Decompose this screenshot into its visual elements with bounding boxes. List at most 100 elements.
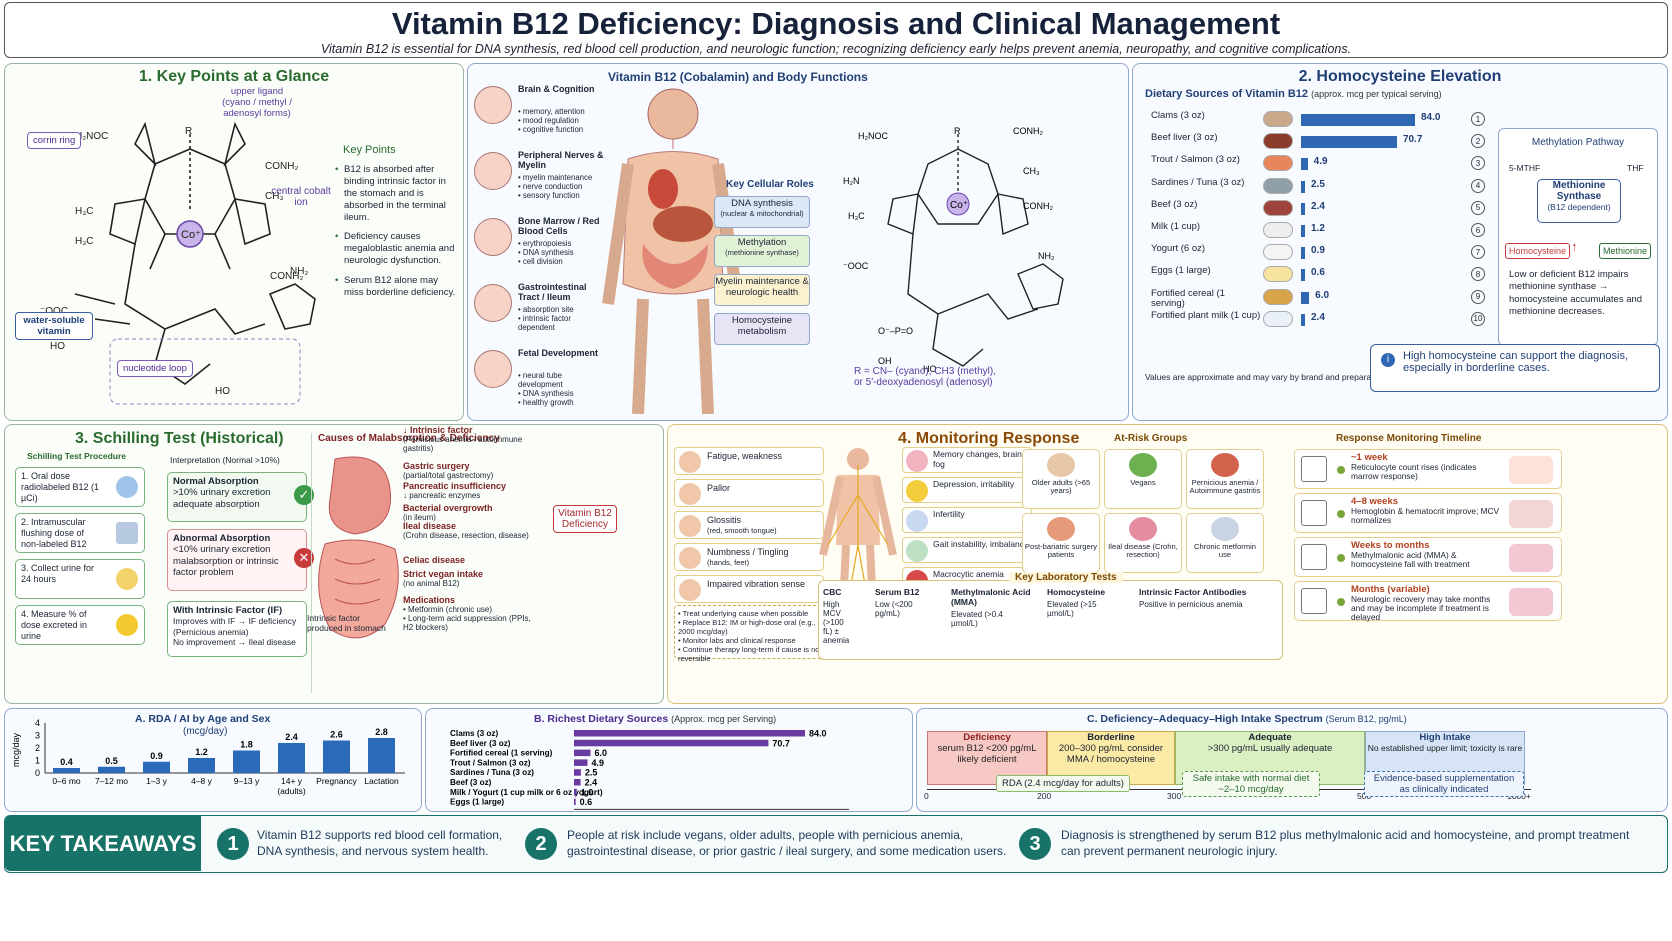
symptom-item: Fatigue, weakness [674, 447, 824, 475]
up-arrow-icon: ↑ [1571, 239, 1578, 254]
if-box: With Intrinsic Factor (IF) Improves with… [167, 601, 307, 657]
svg-text:CONH₂: CONH₂ [1013, 126, 1043, 136]
bar [278, 743, 305, 773]
symptom-label: Pallor [707, 483, 731, 493]
methionine-box: Methionine [1599, 243, 1652, 259]
zone-title: High Intake [1419, 732, 1471, 743]
role-title: DNA synthesis [731, 198, 793, 209]
takeaway-text: People at risk include vegans, older adu… [567, 828, 1007, 858]
timeline-dot [1337, 554, 1345, 562]
body-figure [602, 88, 744, 414]
timeline-title: Months (variable) [1351, 584, 1430, 595]
causes-title: Causes of Malabsorption & Deficiency [318, 433, 500, 444]
food-name: Clams (3 oz) [1151, 110, 1205, 121]
step-text: 1. Oral dose radiolabeled B12 (1 µCi) [21, 471, 100, 503]
svg-text:Co⁺: Co⁺ [950, 200, 968, 211]
timeline-title: ~1 week [1351, 452, 1388, 463]
section-sources-chart: B. Richest Dietary Sources (Approx. mcg … [425, 708, 913, 813]
list-item: Serum B12 alone may miss borderline defi… [335, 275, 460, 299]
stomach-intestine-illustration [318, 456, 399, 639]
lab-title: Methylmalonic Acid (MMA) [951, 587, 1031, 607]
lab-value: Elevated (>0.4 µmol/L) [951, 610, 1003, 628]
check-icon: ✓ [294, 485, 314, 505]
lab-value: Elevated (>15 µmol/L) [1047, 600, 1097, 618]
svg-text:HO: HO [215, 386, 230, 397]
risk-item: Chronic metformin use [1186, 513, 1264, 573]
svg-text:H₂NOC: H₂NOC [75, 131, 108, 142]
organ-item: Brain & Cognition• memory, attention • m… [474, 82, 604, 144]
food-number: 4 [1471, 178, 1485, 193]
nerve-body-figure [819, 448, 897, 631]
bar-value-label: 0.5 [105, 756, 118, 766]
organ-item: Fetal Development• neural tube developme… [474, 346, 604, 408]
timeline-text: Methylmalonic acid (MMA) & homocysteine … [1351, 550, 1470, 570]
svg-text:⁻OOC: ⁻OOC [843, 261, 869, 271]
risk-label: Vegans [1130, 478, 1156, 487]
food-icon [1263, 177, 1293, 194]
section-body-functions: Vitamin B12 (Cobalamin) and Body Functio… [467, 63, 1129, 421]
svg-text:CONH₂: CONH₂ [265, 161, 298, 172]
food-icon [1263, 288, 1293, 305]
bar-value-label: 2.4 [585, 778, 598, 788]
roles-heading: Key Cellular Roles [726, 179, 814, 190]
mthf-label: 5-MTHF [1509, 163, 1541, 173]
symptom-label: Numbness / Tingling [707, 547, 789, 557]
step-box: 2. Intramuscular flushing dose of non-la… [15, 513, 145, 553]
organ-functions: • erythropoiesis • DNA synthesis • cell … [518, 239, 574, 266]
symptom-icon [906, 480, 928, 502]
step-box: 1. Oral dose radiolabeled B12 (1 µCi) [15, 467, 145, 507]
risk-icon [1129, 453, 1157, 477]
if-produced-label: Intrinsic factor produced in stomach [307, 613, 386, 634]
zone-title: Deficiency [963, 732, 1011, 743]
food-number: 9 [1471, 289, 1485, 304]
chart-b-title-text: B. Richest Dietary Sources [534, 713, 669, 725]
section-schilling: 3. Schilling Test (Historical) Schilling… [4, 424, 664, 704]
svg-text:CH₃: CH₃ [265, 191, 284, 202]
food-note: Values are approximate and may vary by b… [1145, 372, 1388, 382]
chart-b-title: B. Richest Dietary Sources (Approx. mcg … [534, 713, 776, 725]
lab-value: Positive in pernicious anemia [1139, 600, 1243, 609]
section-title: 1. Key Points at a Glance [138, 68, 330, 85]
timeline-dot [1337, 510, 1345, 518]
tick: 300 [1167, 791, 1182, 801]
risk-item: Older adults (>65 years) [1022, 449, 1100, 509]
lab-title: Homocysteine [1047, 587, 1106, 597]
role-title: Homocysteine metabolism [731, 315, 793, 337]
x-tick-label: 9–13 y [234, 776, 260, 786]
category-label: Milk / Yogurt (1 cup milk or 6 oz yogurt… [450, 788, 603, 797]
calendar-icon [1301, 544, 1327, 570]
bar-value-label: 0.9 [150, 751, 163, 761]
x-tick-label: 14+ y [281, 776, 303, 786]
organ-name: Peripheral Nerves & Myelin [518, 150, 604, 171]
methylation-box: Methylation Pathway 5-MTHF THF Methionin… [1498, 128, 1658, 346]
bar [574, 798, 576, 806]
cause-item: Ileal disease(Crohn disease, resection, … [403, 521, 543, 540]
info-icon: i [1381, 353, 1395, 367]
svg-text:H₃C: H₃C [848, 211, 865, 221]
x-tick-label: (adults) [277, 786, 306, 796]
x-tick-label: 0–6 mo [52, 776, 81, 786]
bar-value-label: 0.6 [580, 797, 593, 807]
timeline-title: 4–8 weeks [1351, 496, 1399, 507]
lab-title: Key Laboratory Tests [1009, 572, 1123, 583]
thf-label: THF [1627, 163, 1644, 173]
x-tick-label: 7–12 mo [95, 776, 128, 786]
zone-title: Adequate [1248, 732, 1292, 743]
cause-title: Celiac disease [403, 555, 466, 565]
cause-item: Strict vegan intake(no animal B12) [403, 569, 543, 588]
category-label: Sardines / Tuna (3 oz) [450, 768, 534, 777]
food-bar [1301, 313, 1305, 326]
symptom-sub: (hands, feet) [707, 558, 750, 567]
bar-value-label: 2.8 [375, 727, 388, 737]
symptom-item: Memory changes, brain fog [902, 447, 1032, 473]
bar-value-label: 1.8 [240, 740, 253, 750]
cause-item: Gastric surgery(partial/total gastrectom… [403, 461, 543, 480]
category-label: Beef (3 oz) [450, 778, 492, 787]
key-points-list: B12 is absorbed after binding intrinsic … [335, 164, 460, 307]
timeline-illustration [1509, 544, 1553, 572]
